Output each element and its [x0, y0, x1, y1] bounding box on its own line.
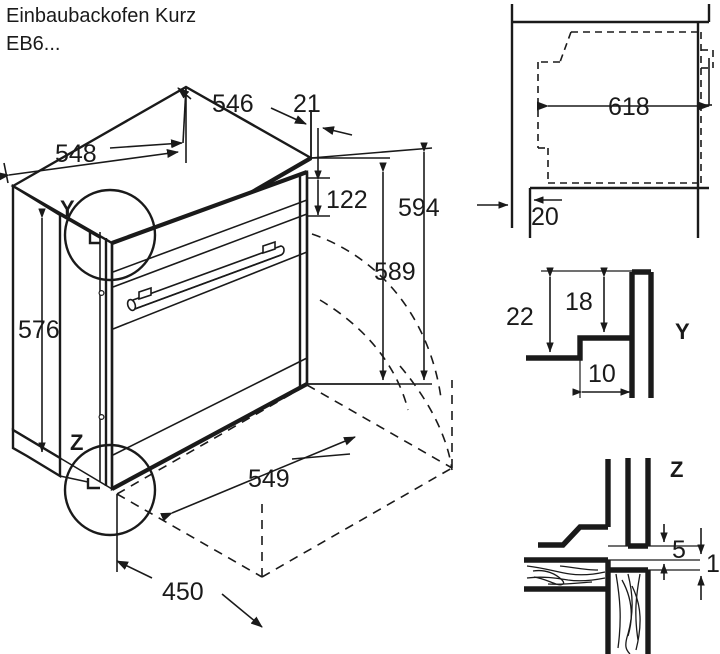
dimension-value-546: 546 [212, 90, 254, 118]
dimension-value-576: 576 [18, 316, 60, 344]
detail-z-trim [538, 524, 608, 548]
detail-y-view: 22 18 10 Y [506, 267, 690, 398]
dimension-value-1: 1 [706, 550, 720, 578]
detail-y-step-profile [526, 335, 632, 361]
callout-circle-y [63, 188, 157, 282]
dimension-618: 618 [537, 93, 710, 121]
title-line-1: Einbaubackofen Kurz [6, 5, 196, 27]
dimension-value-18: 18 [565, 288, 593, 316]
dimension-22: 22 [506, 267, 554, 353]
bottom-left-step-notch [86, 478, 100, 490]
dimension-value-122: 122 [326, 186, 368, 214]
wood-grain-vertical [615, 573, 641, 654]
dimension-122: 122 [307, 170, 368, 217]
dimension-594: 594 [307, 142, 440, 385]
title-line-2: EB6... [6, 33, 60, 55]
dimension-value-5: 5 [672, 536, 686, 564]
dimension-450: 450 [116, 494, 263, 628]
dimension-18: 18 [565, 267, 608, 333]
bottom-left-edge [59, 457, 113, 490]
callout-label-z: Z [70, 430, 83, 455]
dimension-value-20: 20 [531, 203, 559, 231]
control-panel-line-2 [112, 213, 308, 288]
dimension-value-450: 450 [162, 578, 204, 606]
dimension-value-589: 589 [374, 258, 416, 286]
detail-z-label: Z [670, 457, 683, 482]
dimension-548: 548 [0, 86, 187, 184]
dimension-value-21: 21 [293, 90, 321, 118]
door-glass-top-line [112, 251, 308, 330]
dimension-value-10: 10 [588, 360, 616, 388]
dimension-576: 576 [18, 208, 60, 453]
dimension-value-594: 594 [398, 194, 440, 222]
dimension-value-549: 549 [248, 465, 290, 493]
oven-left-foot [11, 427, 62, 479]
control-panel-line [112, 199, 308, 273]
door-bottom-edge [111, 382, 308, 491]
callout-circle-z [63, 443, 157, 537]
dimension-549: 549 [160, 436, 356, 522]
dimension-value-22: 22 [506, 303, 534, 331]
dimension-value-618: 618 [608, 93, 650, 121]
dimension-5: 5 [660, 524, 686, 580]
callout-label-y: Y [60, 196, 75, 221]
screw-dot-lower [98, 414, 105, 421]
screw-dot-upper [98, 290, 105, 297]
page-title: Einbaubackofen Kurz EB6... [6, 5, 196, 55]
oven-isometric-view: Y Z 548 546 21 [0, 85, 453, 628]
door-top-edge [111, 170, 308, 245]
wood-grain-horizontal [526, 565, 606, 586]
dimension-21: 21 [270, 90, 353, 172]
top-left-join-line [59, 214, 101, 239]
detail-z-view: 5 1 Z [524, 457, 720, 654]
dimension-value-548: 548 [55, 140, 97, 168]
oven-door-handle [126, 240, 285, 312]
dimension-10: 10 [572, 358, 631, 398]
niche-section-view: 618 20 [477, 4, 714, 238]
dimension-1: 1 [697, 528, 720, 600]
dimension-589: 589 [307, 157, 416, 385]
detail-y-label: Y [675, 319, 690, 344]
dimension-20: 20 [477, 196, 562, 231]
door-glass-bottom-line [112, 357, 308, 456]
top-left-step-notch [88, 230, 100, 245]
bottom-foot-join-line [59, 475, 89, 483]
